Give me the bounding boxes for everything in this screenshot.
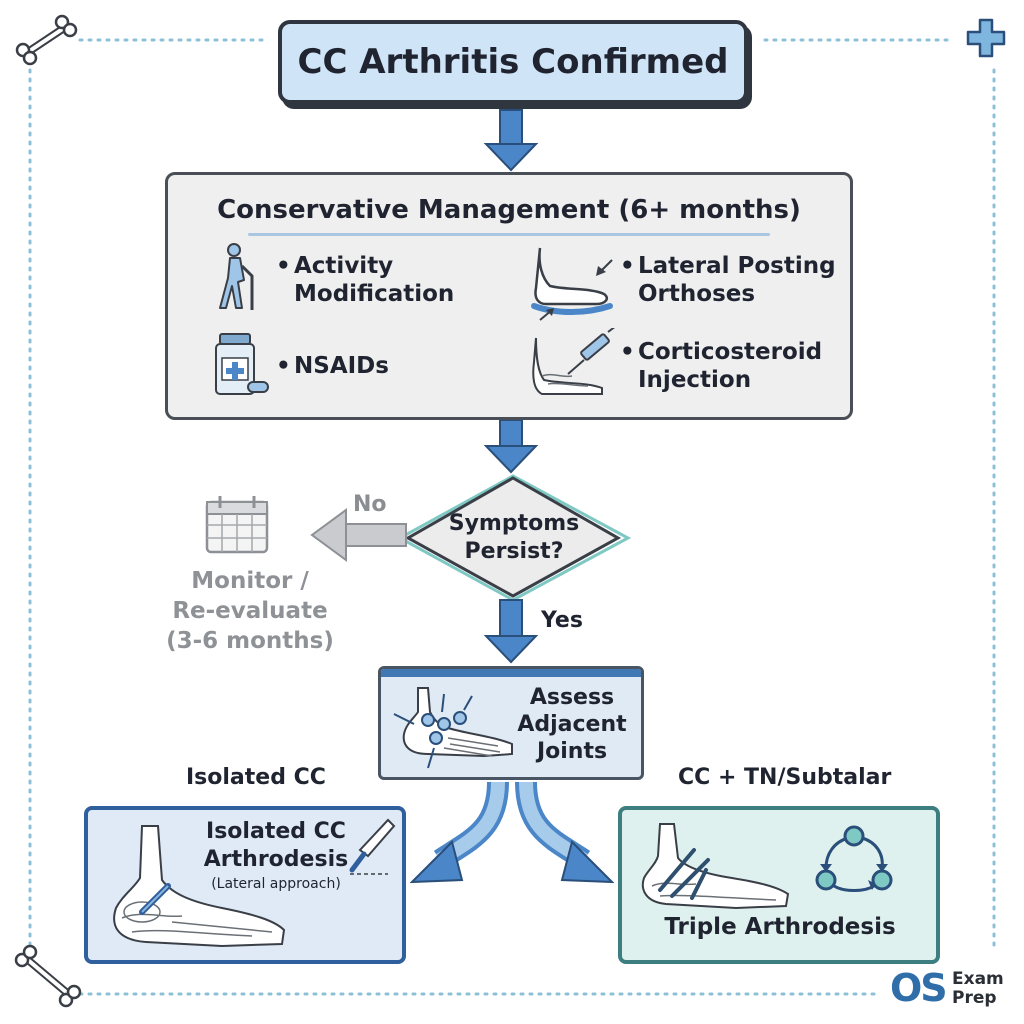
no-label: No bbox=[353, 492, 387, 517]
medicine-bottle-icon bbox=[215, 333, 269, 395]
assess-joints-box bbox=[378, 666, 644, 780]
scalpel-icon bbox=[349, 818, 396, 875]
assess-label: Assess Adjacent Joints bbox=[517, 685, 627, 764]
yes-label: Yes bbox=[541, 608, 583, 633]
logo-mark: OS bbox=[890, 966, 948, 1010]
cycle-arrows-icon bbox=[815, 825, 893, 892]
foot-joints-icon bbox=[393, 687, 513, 769]
flowchart-title: CC Arthritis Confirmed bbox=[297, 42, 729, 82]
foot-screw-icon bbox=[113, 825, 286, 948]
triple-arthrodesis-label: Triple Arthrodesis bbox=[664, 914, 896, 940]
item-lateral-posting-orthoses: •Lateral Posting Orthoses bbox=[620, 253, 836, 307]
walking-cane-icon bbox=[219, 243, 254, 310]
foot-orthosis-icon bbox=[531, 247, 613, 321]
title-box: CC Arthritis Confirmed bbox=[278, 20, 748, 104]
conservative-underline bbox=[248, 233, 770, 236]
conservative-title: Conservative Management (6+ months) bbox=[217, 195, 801, 225]
arrow-conservative-to-decision bbox=[483, 419, 539, 474]
arrow-split bbox=[409, 781, 615, 884]
item-nsaids: •NSAIDs bbox=[276, 353, 389, 379]
item-activity-modification: •Activity Modification bbox=[276, 253, 455, 307]
monitor-label: Monitor / Re-evaluate (3-6 months) bbox=[166, 568, 334, 654]
foot-triple-screws-icon bbox=[641, 823, 790, 910]
branch-label-isolated: Isolated CC bbox=[186, 765, 326, 790]
arrow-yes bbox=[483, 599, 539, 664]
calendar-icon bbox=[205, 496, 269, 554]
assess-top-band bbox=[381, 669, 641, 677]
medical-cross-icon bbox=[966, 18, 1006, 58]
isolated-arthrodesis-subtitle: (Lateral approach) bbox=[211, 876, 341, 892]
conservative-management-box: Conservative Management (6+ months) bbox=[165, 172, 853, 420]
item-corticosteroid-injection: •Corticosteroid Injection bbox=[620, 339, 823, 393]
bone-icon bbox=[15, 14, 78, 66]
arrow-no bbox=[310, 508, 407, 562]
branch-label-combined: CC + TN/Subtalar bbox=[678, 765, 892, 790]
foot-injection-icon bbox=[532, 328, 615, 395]
arrow-title-to-conservative bbox=[483, 109, 539, 172]
bone-icon bbox=[14, 944, 82, 1008]
